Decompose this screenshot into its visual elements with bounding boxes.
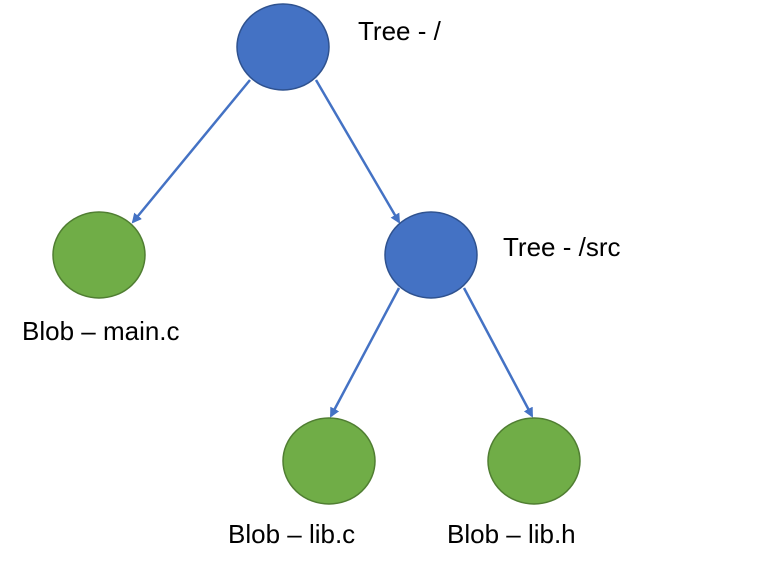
edge-src-to-libc [329,287,401,418]
node-label-root: Tree - / [358,16,441,46]
node-label-libh: Blob – lib.h [447,519,576,549]
node-label-main: Blob – main.c [22,316,180,346]
tree-node-root [236,3,330,91]
edge-root-to-main [131,79,251,224]
blob-node-libc [282,417,376,505]
blob-node-libh [487,417,581,505]
blob-node-main [52,211,146,299]
edges-layer [131,79,534,418]
nodes-layer [52,3,581,505]
edge-root-to-src [314,79,401,224]
node-label-src: Tree - /src [503,232,621,262]
edge-src-to-libh [462,287,534,418]
tree-node-src [384,211,478,299]
node-label-libc: Blob – lib.c [228,519,356,549]
